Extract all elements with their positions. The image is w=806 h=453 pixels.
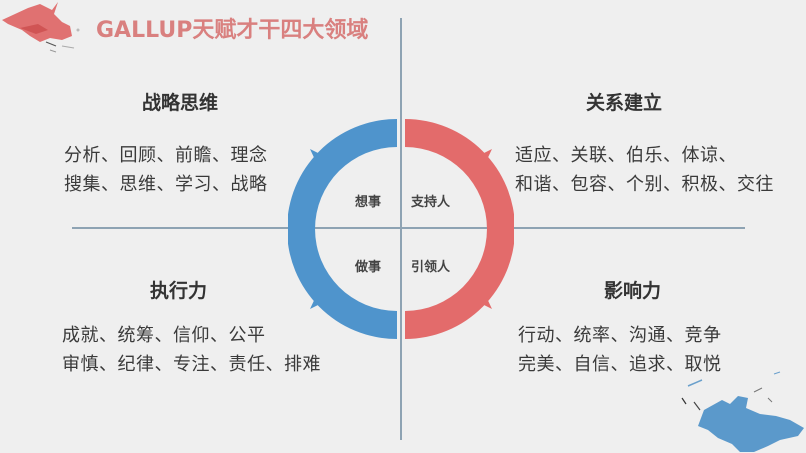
red-arrow-bottom-icon — [474, 292, 492, 309]
quadrant-line-strategic-thinking-2: 搜集、思维、学习、战略 — [64, 174, 268, 195]
quadrant-line-relationship-building-2: 和谐、包容、个别、积极、交往 — [515, 174, 774, 195]
red-ring-half — [405, 119, 514, 339]
cycle-label-do: 做事 — [355, 260, 382, 275]
quadrant-line-executing-1: 成就、统筹、信仰、公平 — [62, 325, 266, 346]
quadrant-title-strategic-thinking: 战略思维 — [142, 92, 219, 114]
red-arrow-top-icon — [474, 149, 492, 166]
quadrant-line-executing-2: 审慎、纪律、专注、责任、排难 — [62, 354, 321, 375]
quadrant-title-influencing: 影响力 — [604, 280, 662, 302]
page-title: GALLUP天赋才干四大领域 — [96, 12, 368, 44]
vertical-axis-line — [400, 18, 402, 440]
quadrant-title-executing: 执行力 — [150, 280, 208, 302]
quadrant-line-influencing-2: 完美、自信、追求、取悦 — [518, 354, 722, 375]
quadrant-line-relationship-building-1: 适应、关联、伯乐、体谅、 — [515, 145, 737, 166]
quadrant-line-strategic-thinking-1: 分析、回顾、前瞻、理念 — [64, 145, 268, 166]
red-brush-splash-decoration — [2, 2, 80, 53]
blue-ring-half — [288, 119, 397, 339]
horizontal-axis-line — [72, 227, 745, 229]
title-chinese: 天赋才干四大领域 — [192, 17, 369, 43]
quadrant-title-relationship-building: 关系建立 — [586, 92, 663, 114]
quadrant-line-influencing-1: 行动、统率、沟通、竞争 — [518, 325, 722, 346]
blue-arrow-bottom-icon — [310, 292, 328, 309]
title-latin: GALLUP — [96, 18, 193, 43]
cycle-label-lead-people: 引领人 — [411, 260, 451, 275]
blue-brush-splash-decoration — [681, 371, 804, 452]
cycle-label-think: 想事 — [355, 195, 382, 210]
cycle-ring-diagram — [288, 119, 514, 339]
blue-arrow-top-icon — [310, 149, 328, 166]
cycle-label-support-people: 支持人 — [411, 195, 451, 210]
